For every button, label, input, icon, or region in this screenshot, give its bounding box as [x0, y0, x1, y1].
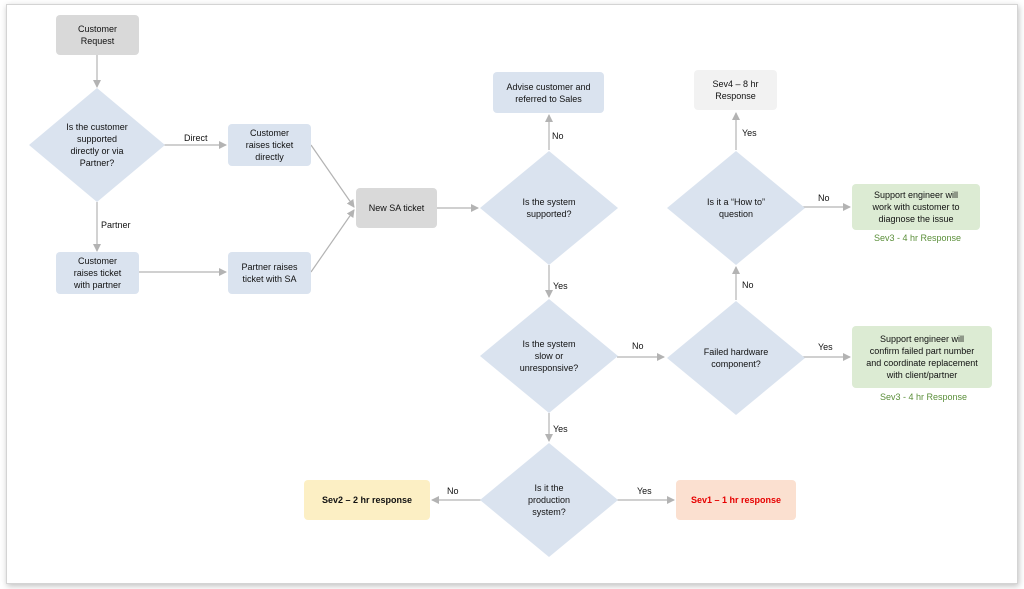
sev3-replace-note: Sev3 - 4 hr Response	[880, 392, 968, 402]
system-supported-question: Is the system supported?	[522, 197, 576, 219]
production-question: Is it the production system?	[527, 483, 570, 517]
edge-label-direct: Direct	[184, 133, 208, 143]
edge-label-supported-no: No	[552, 131, 564, 141]
sev2-box: Sev2 – 2 hr response	[304, 480, 430, 520]
customer-raises-direct-box: Customer raises ticket directly	[228, 124, 311, 166]
partner-raises-sa-box: Partner raises ticket with SA	[228, 252, 311, 294]
support-diagnose-label: Support engineer will work with customer…	[872, 190, 960, 224]
slow-diamond-shape	[480, 299, 618, 413]
edge-label-supported-yes: Yes	[553, 281, 568, 291]
customer-request-box: Customer Request	[56, 15, 139, 55]
howto-diamond-shape	[667, 151, 805, 265]
system-supported-decision: Is the system supported?	[480, 151, 618, 265]
support-replace-box: Support engineer will confirm failed par…	[852, 326, 992, 388]
support-diagnose-box: Support engineer will work with customer…	[852, 184, 980, 230]
edge-label-slow-yes: Yes	[553, 424, 568, 434]
advise-sales-box: Advise customer and referred to Sales	[493, 72, 604, 113]
hardware-question: Failed hardware component?	[703, 347, 769, 369]
edge-label-partner: Partner	[101, 220, 131, 230]
edge-label-hardware-yes: Yes	[818, 342, 833, 352]
edge-label-slow-no: No	[632, 341, 644, 351]
sev2-label: Sev2 – 2 hr response	[321, 495, 413, 505]
support-replace-label: Support engineer will confirm failed par…	[866, 334, 978, 380]
customer-request-label: Customer Request	[77, 24, 117, 46]
supported-via-question: Is the customer supported directly or vi…	[66, 122, 128, 168]
production-decision: Is it the production system?	[480, 443, 618, 557]
new-sa-ticket-box: New SA ticket	[356, 188, 437, 228]
edge-label-howto-no: No	[818, 193, 830, 203]
new-sa-ticket-label: New SA ticket	[368, 203, 425, 213]
howto-question: Is it a “How to” question	[706, 197, 765, 219]
hardware-diamond-shape	[667, 301, 805, 415]
customer-raises-partner-label: Customer raises ticket with partner	[73, 256, 122, 290]
sev3-diagnose-note: Sev3 - 4 hr Response	[874, 233, 962, 243]
sev4-label: Sev4 – 8 hr Response	[712, 79, 759, 101]
supported-via-diamond-shape	[29, 88, 165, 202]
customer-raises-partner-box: Customer raises ticket with partner	[56, 252, 139, 294]
edge-label-hardware-no: No	[742, 280, 754, 290]
sev4-box: Sev4 – 8 hr Response	[694, 70, 777, 110]
edge-partner-to-sa	[310, 209, 355, 273]
howto-decision: Is it a “How to” question	[667, 151, 805, 265]
edge-label-production-yes: Yes	[637, 486, 652, 496]
slow-question: Is the system slow or unresponsive?	[519, 339, 579, 373]
supported-via-decision: Is the customer supported directly or vi…	[29, 88, 165, 202]
advise-sales-label: Advise customer and referred to Sales	[506, 81, 591, 104]
partner-raises-sa-label: Partner raises ticket with SA	[241, 262, 298, 284]
edge-label-production-no: No	[447, 486, 459, 496]
system-supported-diamond-shape	[480, 151, 618, 265]
edge-label-howto-yes: Yes	[742, 128, 757, 138]
edge-direct-to-sa	[310, 144, 355, 208]
customer-raises-direct-label: Customer raises ticket directly	[245, 128, 294, 162]
hardware-decision: Failed hardware component?	[667, 301, 805, 415]
sev1-label: Sev1 – 1 hr response	[690, 495, 782, 505]
slow-decision: Is the system slow or unresponsive?	[480, 299, 618, 413]
sev1-box: Sev1 – 1 hr response	[676, 480, 796, 520]
production-diamond-shape	[480, 443, 618, 557]
